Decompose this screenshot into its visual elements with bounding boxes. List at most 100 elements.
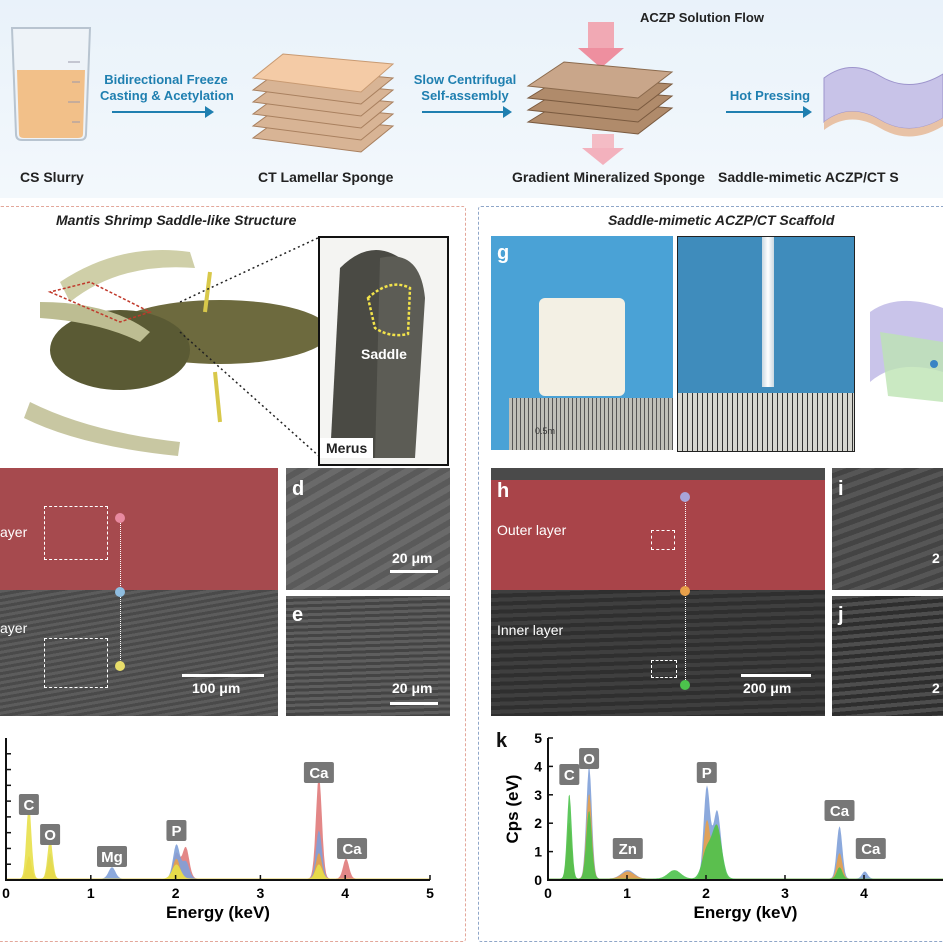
axes — [5, 738, 430, 881]
scale-bar-main-left — [182, 674, 264, 677]
svg-text:P: P — [702, 765, 712, 782]
svg-text:Ca: Ca — [309, 765, 329, 782]
y-tick-label: 0 — [534, 872, 542, 888]
saddle-label: Saddle — [361, 346, 407, 362]
letter-j: j — [838, 604, 844, 626]
y-tick-label: 4 — [534, 758, 542, 774]
peak-label-p: P — [166, 820, 187, 841]
arrow1-text-1: Bidirectional Freeze — [104, 72, 228, 87]
x-tick-label: 1 — [87, 885, 95, 901]
step4-label: Saddle-mimetic ACZP/CT S — [718, 169, 899, 185]
x-tick-label: 4 — [341, 885, 349, 901]
scale-bar-d — [390, 570, 438, 573]
scale-text-e: 20 μm — [392, 680, 433, 696]
merus-inset — [318, 236, 449, 466]
sem-panel-i: i 2 — [832, 468, 943, 590]
scale-text-d: 20 μm — [392, 550, 433, 566]
left-panel-frame — [0, 206, 466, 942]
flow-label: ACZP Solution Flow — [640, 10, 764, 25]
peak-label-o: O — [579, 748, 600, 769]
letter-k: k — [496, 730, 508, 752]
spectrum-area-0 — [6, 776, 430, 880]
x-axis-title: Energy (keV) — [694, 903, 798, 922]
y-tick-label: 3 — [534, 787, 542, 803]
x-tick-label: 5 — [426, 885, 434, 901]
spectrum-area-2 — [6, 853, 430, 880]
spectrum-area-1 — [6, 830, 430, 880]
arrow1 — [112, 106, 214, 118]
step2-label: CT Lamellar Sponge — [258, 169, 394, 185]
gradient-mineralized-sponge — [520, 22, 680, 167]
inner-layer-label: Inner layer — [497, 622, 564, 638]
scaffold-photo-thickness — [677, 236, 855, 452]
x-tick-label: 3 — [257, 885, 265, 901]
svg-text:P: P — [171, 823, 181, 840]
right-panel-frame — [478, 206, 943, 942]
scale-text-main-right: 200 μm — [743, 680, 792, 696]
x-tick-label: 3 — [781, 885, 789, 901]
ct-lamellar-sponge — [243, 42, 403, 162]
fabrication-schematic — [0, 0, 943, 198]
y-tick-label: 5 — [534, 730, 542, 746]
peak-label-o: O — [40, 824, 61, 845]
spectrum-area-0 — [548, 767, 943, 880]
x-tick-label: 4 — [860, 885, 868, 901]
inner-layer-label-left: ayer — [0, 620, 28, 636]
peak-label-mg: Mg — [97, 846, 127, 867]
letter-e: e — [292, 604, 304, 626]
spectrum-area-3 — [6, 805, 430, 880]
x-tick-label: 2 — [702, 885, 710, 901]
outer-layer-label: Outer layer — [497, 522, 567, 538]
peak-label-c: C — [18, 794, 39, 815]
svg-text:O: O — [583, 751, 595, 768]
peak-label-ca: Ca — [303, 762, 334, 783]
arrow1-text-2: Casting & Acetylation — [100, 88, 234, 103]
ruler-text: 0.5m — [535, 426, 556, 436]
merus-label: Merus — [320, 438, 374, 458]
svg-text:Mg: Mg — [101, 849, 123, 866]
svg-text:C: C — [564, 767, 575, 784]
scale-bar-e — [390, 702, 438, 705]
sem-cross-section-shrimp: ayer ayer 100 μm — [0, 468, 278, 716]
peak-label-ca: Ca — [337, 838, 368, 859]
arrow3-text: Hot Pressing — [729, 88, 811, 103]
arrow2 — [422, 106, 512, 118]
x-tick-label: 0 — [544, 885, 552, 901]
outer-layer-label-left: ayer — [0, 524, 28, 540]
spectrum-area-1 — [548, 794, 943, 880]
letter-i: i — [838, 478, 844, 500]
scale-text-i: 2 — [932, 550, 940, 566]
right-panel-title: Saddle-mimetic ACZP/CT Scaffold — [608, 212, 835, 228]
peak-label-p: P — [696, 762, 717, 783]
peak-label-c: C — [559, 764, 580, 785]
spectrum-area-2 — [548, 794, 943, 880]
letter-h: h — [497, 480, 510, 502]
y-tick-label: 1 — [534, 844, 542, 860]
cs-slurry-beaker — [6, 22, 96, 142]
svg-text:C: C — [23, 797, 34, 814]
svg-text:Ca: Ca — [861, 841, 881, 858]
arrow2-text-1: Slow Centrifugal — [413, 72, 517, 87]
x-tick-label: 2 — [172, 885, 180, 901]
scale-text-main-left: 100 μm — [192, 680, 241, 696]
x-axis-title: Energy (keV) — [166, 903, 270, 922]
left-panel-title: Mantis Shrimp Saddle-like Structure — [56, 212, 297, 228]
scale-text-j: 2 — [932, 680, 940, 696]
x-tick-label: 0 — [2, 885, 10, 901]
letter-d: d — [292, 478, 305, 500]
step1-label: CS Slurry — [20, 169, 84, 185]
y-tick-label: 2 — [534, 815, 542, 831]
saddle-scaffold-shape — [820, 48, 943, 148]
mantis-shrimp-photo — [0, 232, 330, 462]
svg-text:Zn: Zn — [619, 841, 637, 858]
letter-g: g — [497, 242, 510, 264]
y-axis-title: Cps (eV) — [503, 775, 522, 844]
scaffold-photo-g: g 0.5m — [491, 236, 673, 450]
scale-bar-main-right — [741, 674, 811, 677]
sem-cross-section-scaffold: h Outer layer Inner layer 200 μm — [491, 468, 825, 716]
peak-label-ca: Ca — [824, 800, 855, 821]
svg-text:Ca: Ca — [342, 841, 362, 858]
arrow3 — [726, 106, 812, 118]
